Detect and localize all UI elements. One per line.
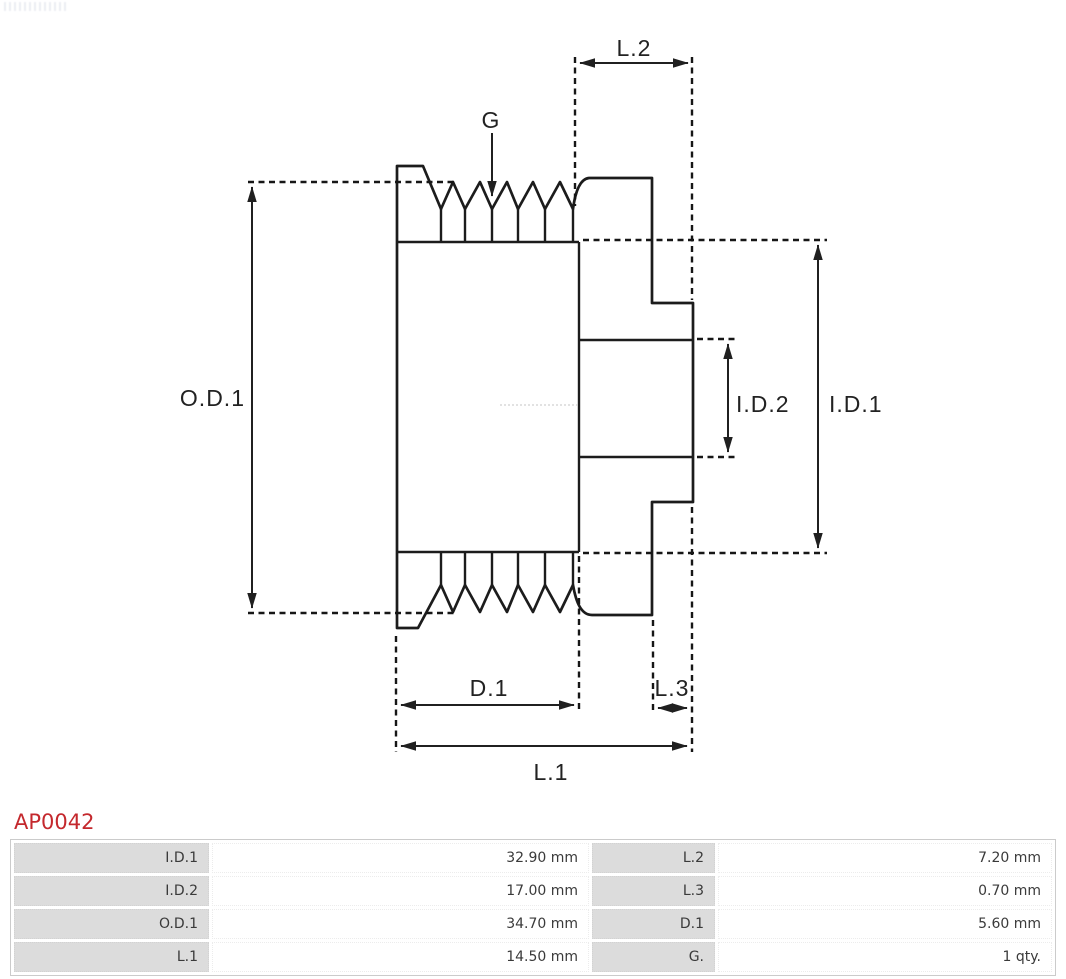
spec-value-od1: 34.70 mm: [212, 909, 589, 939]
table-row: I.D.1 32.90 mm L.2 7.20 mm: [14, 843, 1052, 873]
pulley-technical-diagram: L.2 G O.D.1 I.D.1 I.D.2 D.1: [180, 35, 883, 785]
table-row: L.1 14.50 mm G. 1 qty.: [14, 942, 1052, 972]
part-number: AP0042: [14, 810, 95, 834]
spec-label-l3: L.3: [592, 876, 715, 906]
dimension-l1: L.1: [400, 741, 688, 785]
dimension-l2: L.2: [573, 35, 694, 300]
watermark-artifact: [4, 2, 66, 11]
spec-label-l1: L.1: [14, 942, 209, 972]
spec-label-od1: O.D.1: [14, 909, 209, 939]
table-row: I.D.2 17.00 mm L.3 0.70 mm: [14, 876, 1052, 906]
pulley-hub-edges: [397, 240, 581, 554]
spec-value-l1: 14.50 mm: [212, 942, 589, 972]
dimension-id2: I.D.2: [697, 337, 790, 459]
pulley-outline: [395, 164, 695, 630]
dimension-label-od1: O.D.1: [180, 385, 245, 411]
spec-label-g: G.: [592, 942, 715, 972]
dimension-label-id2: I.D.2: [736, 391, 790, 417]
spec-value-g: 1 qty.: [718, 942, 1052, 972]
pulley-body-outline: [395, 164, 695, 630]
spec-label-id1: I.D.1: [14, 843, 209, 873]
dimension-d1: D.1: [394, 556, 581, 752]
spec-value-l2: 7.20 mm: [718, 843, 1052, 873]
dimension-label-g: G: [482, 107, 501, 133]
spec-table: I.D.1 32.90 mm L.2 7.20 mm I.D.2 17.00 m…: [10, 839, 1056, 976]
spec-value-l3: 0.70 mm: [718, 876, 1052, 906]
spec-value-id2: 17.00 mm: [212, 876, 589, 906]
dimension-l3: L.3: [651, 507, 694, 752]
table-row: O.D.1 34.70 mm D.1 5.60 mm: [14, 909, 1052, 939]
dimension-label-id1: I.D.1: [829, 391, 883, 417]
dimension-label-l1: L.1: [534, 759, 569, 785]
dimension-od1: O.D.1: [180, 180, 455, 615]
spec-label-l2: L.2: [592, 843, 715, 873]
spec-value-id1: 32.90 mm: [212, 843, 589, 873]
dimension-g: G: [482, 107, 501, 197]
dimension-label-d1: D.1: [470, 675, 509, 701]
spec-label-d1: D.1: [592, 909, 715, 939]
pulley-rib-lines: [439, 209, 575, 585]
dimension-id1: I.D.1: [583, 238, 883, 555]
dimension-label-l3: L.3: [655, 675, 690, 701]
dimension-label-l2: L.2: [617, 35, 652, 61]
spec-label-id2: I.D.2: [14, 876, 209, 906]
spec-value-d1: 5.60 mm: [718, 909, 1052, 939]
pulley-bore-edges: [579, 338, 693, 459]
